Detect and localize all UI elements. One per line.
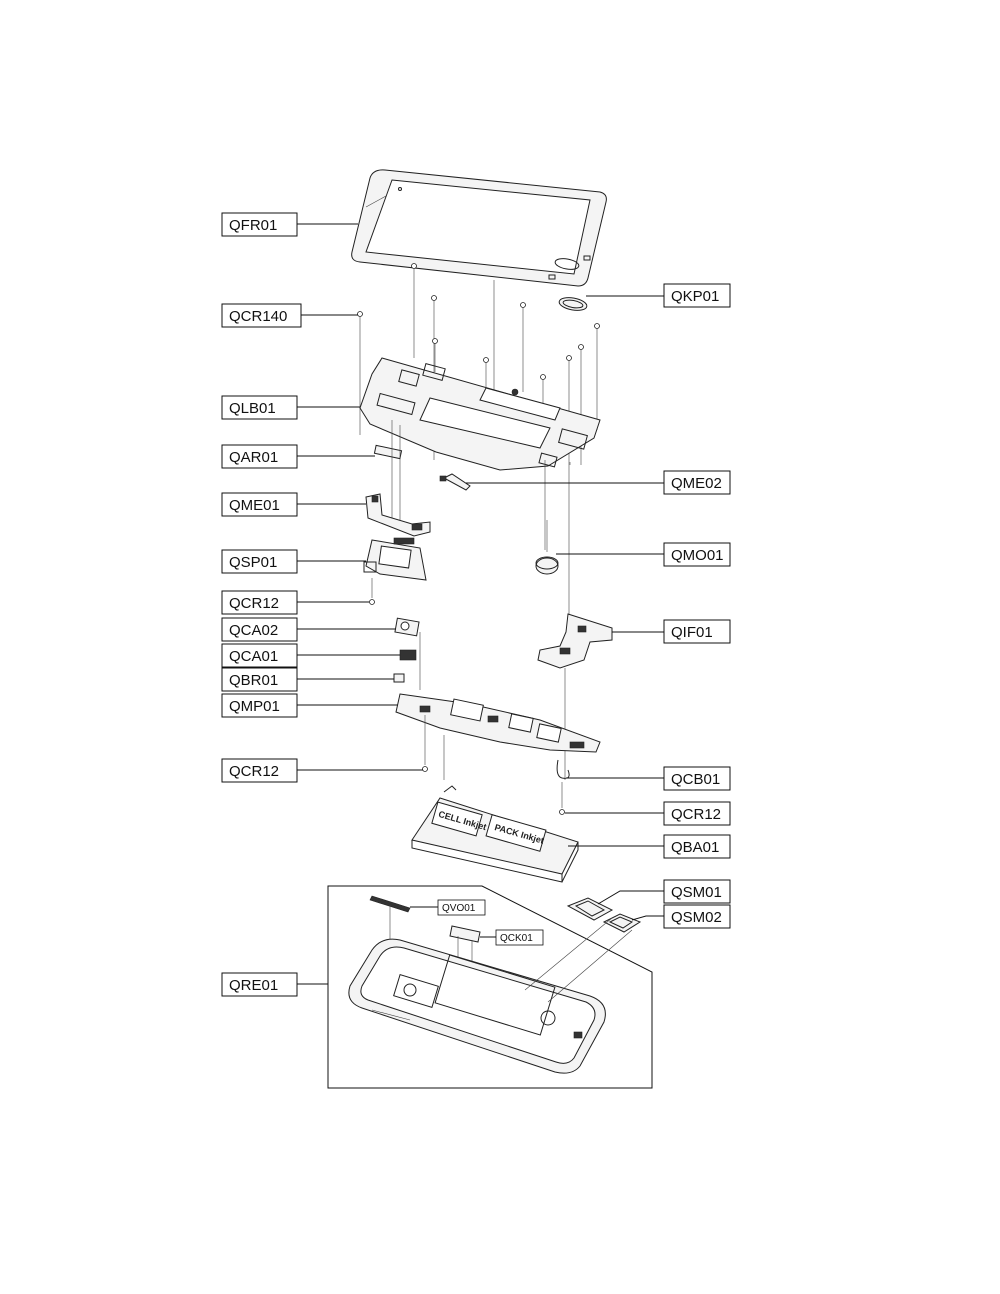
label-qkp01: QKP01	[671, 288, 719, 305]
label-qar01: QAR01	[229, 449, 278, 466]
rear-camera	[394, 617, 421, 690]
home-key	[558, 297, 588, 311]
label-qre01: QRE01	[229, 977, 278, 994]
screws-top	[357, 263, 600, 620]
label-qbr01: QBR01	[229, 672, 278, 689]
rear-case-group-outline	[327, 885, 653, 1089]
label-qsm02: QSM02	[671, 909, 722, 926]
sim-tray-2	[602, 913, 642, 933]
main-pcb	[395, 693, 601, 780]
speaker-module	[363, 537, 427, 605]
label-qlb01: QLB01	[229, 400, 276, 417]
label-qme02: QME02	[671, 475, 722, 492]
label-qcr12-a: QCR12	[229, 595, 279, 612]
front-camera	[399, 649, 417, 661]
side-key-flex	[439, 473, 471, 491]
label-qvo01: QVO01	[442, 903, 476, 914]
interface-board	[537, 613, 613, 780]
label-qsm01: QSM01	[671, 884, 722, 901]
antenna-flex	[373, 420, 403, 525]
label-qfr01: QFR01	[229, 217, 277, 234]
label-qmp01: QMP01	[229, 698, 280, 715]
sim-tray-1	[566, 897, 614, 921]
label-qck01: QCK01	[500, 933, 533, 944]
label-qca02: QCA02	[229, 622, 278, 639]
label-qcb01: QCB01	[671, 771, 720, 788]
label-qif01: QIF01	[671, 624, 713, 641]
bracket-small	[393, 673, 405, 683]
label-qca01: QCA01	[229, 648, 278, 665]
label-qcr12-b: QCR12	[229, 763, 279, 780]
label-qmo01: QMO01	[671, 547, 724, 564]
main-bracket	[359, 357, 601, 550]
label-qme01: QME01	[229, 497, 280, 514]
label-qcr12-c: QCR12	[671, 806, 721, 823]
volume-key-flex	[365, 493, 431, 537]
coax-cable	[556, 759, 570, 815]
label-qsp01: QSP01	[229, 554, 277, 571]
vibration-motor	[535, 520, 559, 575]
battery: CELL Inkjet PACK Inkjet	[411, 785, 579, 883]
front-glass-panel	[351, 169, 607, 287]
label-qcr140: QCR140	[229, 308, 287, 325]
label-qba01: QBA01	[671, 839, 719, 856]
rear-case	[348, 917, 633, 1074]
